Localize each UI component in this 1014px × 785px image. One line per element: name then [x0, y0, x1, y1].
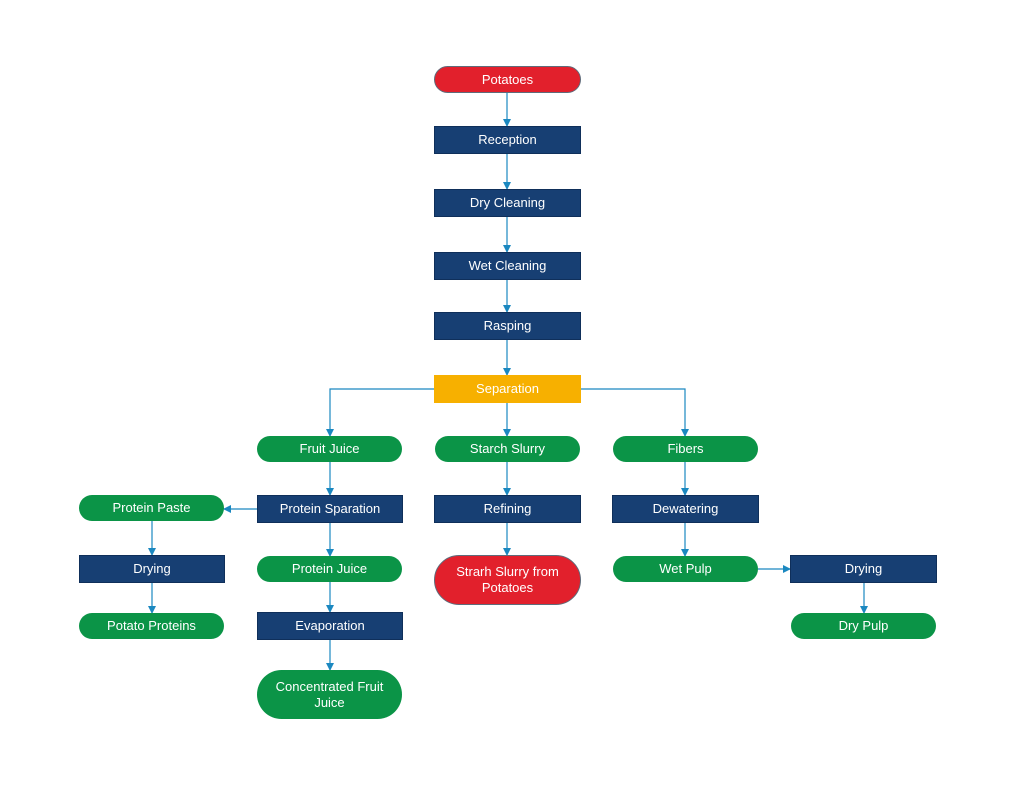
node-dewatering: Dewatering: [612, 495, 759, 523]
node-fibers-label: Fibers: [667, 441, 704, 456]
node-concentrated-fruit-juice: Concentrated Fruit Juice: [257, 670, 402, 719]
node-potato-proteins-label: Potato Proteins: [107, 618, 196, 633]
node-wet-cleaning-label: Wet Cleaning: [468, 258, 547, 273]
node-drying-right-label: Drying: [844, 561, 883, 576]
node-rasping: Rasping: [434, 312, 581, 340]
arrow-separation-fibers: [581, 388, 689, 437]
node-dry-cleaning-label: Dry Cleaning: [469, 195, 546, 210]
node-potatoes-label: Potatoes: [481, 71, 534, 87]
node-protein-paste-label: Protein Paste: [112, 500, 191, 515]
node-reception: Reception: [434, 126, 581, 154]
node-separation: Separation: [434, 375, 581, 403]
node-drying-left-label: Drying: [133, 561, 171, 576]
node-drying-left: Drying: [79, 555, 225, 583]
node-wet-cleaning: Wet Cleaning: [434, 252, 581, 280]
node-dewatering-label: Dewatering: [652, 501, 719, 516]
node-refining-label: Refining: [483, 501, 532, 516]
node-wet-pulp-label: Wet Pulp: [659, 561, 712, 576]
node-evaporation: Evaporation: [257, 612, 403, 640]
node-dry-pulp-label: Dry Pulp: [838, 618, 889, 633]
node-potatoes: Potatoes: [434, 66, 581, 93]
node-concentrated-fruit-juice-label: Concentrated Fruit Juice: [275, 678, 384, 710]
node-protein-paste: Protein Paste: [79, 495, 224, 521]
node-protein-separation-label: Protein Sparation: [279, 501, 381, 516]
node-starch-slurry-label: Starch Slurry: [469, 441, 546, 456]
arrow-separation-fruit-juice: [326, 388, 434, 437]
node-protein-juice-label: Protein Juice: [291, 561, 368, 576]
node-protein-separation: Protein Sparation: [257, 495, 403, 523]
node-wet-pulp: Wet Pulp: [613, 556, 758, 582]
node-evaporation-label: Evaporation: [295, 618, 365, 633]
node-fruit-juice: Fruit Juice: [257, 436, 402, 462]
node-fruit-juice-label: Fruit Juice: [299, 441, 360, 456]
node-fibers: Fibers: [613, 436, 758, 462]
node-dry-pulp: Dry Pulp: [791, 613, 936, 639]
node-starch-slurry-from-potatoes: Strarh Slurry from Potatoes: [434, 555, 581, 605]
node-refining: Refining: [434, 495, 581, 523]
node-protein-juice: Protein Juice: [257, 556, 402, 582]
node-dry-cleaning: Dry Cleaning: [434, 189, 581, 217]
node-drying-right: Drying: [790, 555, 937, 583]
node-starch-slurry-from-potatoes-label: Strarh Slurry from Potatoes: [456, 564, 559, 595]
node-starch-slurry: Starch Slurry: [435, 436, 580, 462]
node-separation-label: Separation: [476, 381, 539, 396]
node-reception-label: Reception: [478, 132, 537, 147]
node-rasping-label: Rasping: [483, 318, 532, 333]
node-potato-proteins: Potato Proteins: [79, 613, 224, 639]
